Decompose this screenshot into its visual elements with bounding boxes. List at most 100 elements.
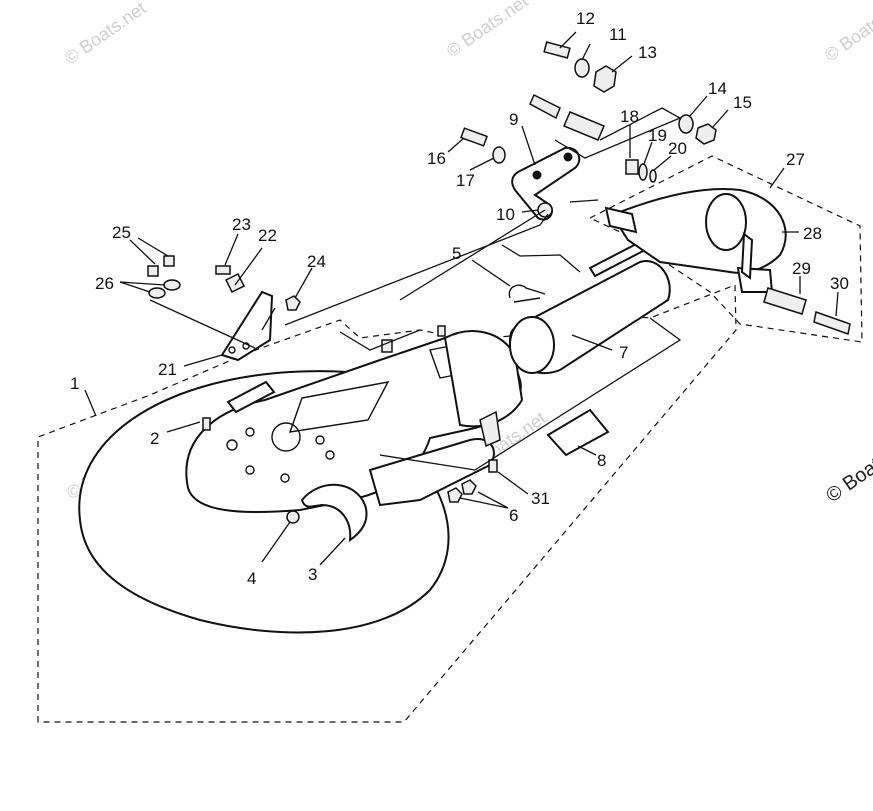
outlet-port [705, 193, 747, 251]
leader [84, 389, 97, 417]
leader [711, 109, 729, 129]
assembly-outline-1 [37, 284, 737, 723]
callout-14: 14 [708, 79, 727, 98]
housing-hole [280, 473, 290, 483]
leader [166, 421, 201, 433]
bracket-hole [242, 342, 250, 350]
nut-6 [447, 487, 463, 503]
callout-20: 20 [668, 139, 687, 158]
leader [835, 291, 839, 317]
callout-1: 1 [70, 374, 79, 393]
housing-port [271, 422, 301, 452]
u-bolt-5 [508, 284, 546, 303]
assembly-line [149, 299, 256, 349]
callout-3: 3 [308, 565, 317, 584]
outlet-housing-27 [610, 188, 787, 274]
callout-22: 22 [258, 226, 277, 245]
stud [437, 325, 446, 337]
leader [234, 247, 263, 286]
housing-hole [245, 427, 255, 437]
nut-15 [695, 123, 717, 145]
housing-inner-frame [288, 381, 390, 433]
housing-hole [226, 439, 238, 451]
callout-18: 18 [620, 107, 639, 126]
pin-30 [813, 311, 851, 335]
callout-2: 2 [150, 429, 159, 448]
washer-17 [492, 146, 506, 164]
screw-25 [163, 255, 175, 267]
nut-24 [285, 295, 301, 311]
callout-13: 13 [638, 43, 657, 62]
housing-neck [443, 330, 524, 428]
washer-19 [638, 163, 648, 181]
leader [769, 167, 785, 189]
link-pin [532, 170, 542, 180]
washer-11 [574, 58, 590, 78]
leader [294, 267, 313, 299]
exhaust-tube-end [509, 316, 555, 374]
callout-4: 4 [247, 569, 256, 588]
leader [459, 497, 509, 509]
leader [137, 237, 169, 257]
callout-30: 30 [830, 274, 849, 293]
callout-26: 26 [95, 274, 114, 293]
assembly-line [284, 213, 549, 326]
leader [119, 281, 166, 286]
callout-12: 12 [576, 9, 595, 28]
housing-hole [325, 450, 335, 460]
leader [469, 157, 495, 171]
assembly-line [261, 307, 276, 331]
clip-20 [649, 169, 657, 183]
leader [129, 239, 156, 265]
callout-10: 10 [496, 205, 515, 224]
mounting-plate [226, 380, 276, 414]
bushing-29 [763, 287, 807, 315]
callout-16: 16 [427, 149, 446, 168]
elbow-seal-3 [300, 483, 368, 543]
leader [224, 233, 239, 266]
leader [559, 31, 577, 49]
washer-14 [678, 114, 694, 134]
bracket-tab [479, 410, 501, 448]
leader [521, 125, 536, 166]
leader [319, 537, 346, 566]
pivot-bracket [604, 206, 638, 234]
watermark: © Boats.net [443, 0, 532, 61]
assembly-lines [149, 107, 682, 471]
screw-25 [147, 265, 159, 277]
leader [477, 491, 509, 509]
leader [521, 209, 539, 213]
callout-8: 8 [597, 451, 606, 470]
assembly-line [379, 317, 682, 471]
exhaust-shutter [740, 232, 754, 280]
callout-9: 9 [509, 110, 518, 129]
assembly-line [501, 244, 581, 273]
leader [119, 281, 151, 293]
bracket-21 [220, 290, 274, 362]
leader [581, 43, 591, 61]
assembly-line [339, 329, 421, 351]
callout-17: 17 [456, 171, 475, 190]
callout-25: 25 [112, 223, 131, 242]
watermark: © Boats.net [61, 0, 150, 68]
assembly-line [554, 107, 682, 159]
housing-hole [315, 435, 325, 445]
callout-29: 29 [792, 259, 811, 278]
leader [653, 155, 672, 171]
watermark: © Boats.net [822, 429, 873, 507]
callout-31: 31 [531, 489, 550, 508]
shield-pad-8 [546, 408, 610, 457]
callout-15: 15 [733, 93, 752, 112]
bolt-16 [460, 127, 488, 147]
assembly-line [399, 209, 546, 301]
callout-6: 6 [509, 506, 518, 525]
nut-6 [461, 479, 477, 495]
callouts: 1 2 3 4 5 6 7 8 9 10 11 12 13 14 15 16 1… [70, 9, 849, 588]
callout-23: 23 [232, 215, 251, 234]
leader [183, 354, 223, 367]
stud-2 [202, 417, 211, 431]
stud [381, 339, 393, 353]
callout-27: 27 [786, 150, 805, 169]
housing-hole [245, 465, 255, 475]
